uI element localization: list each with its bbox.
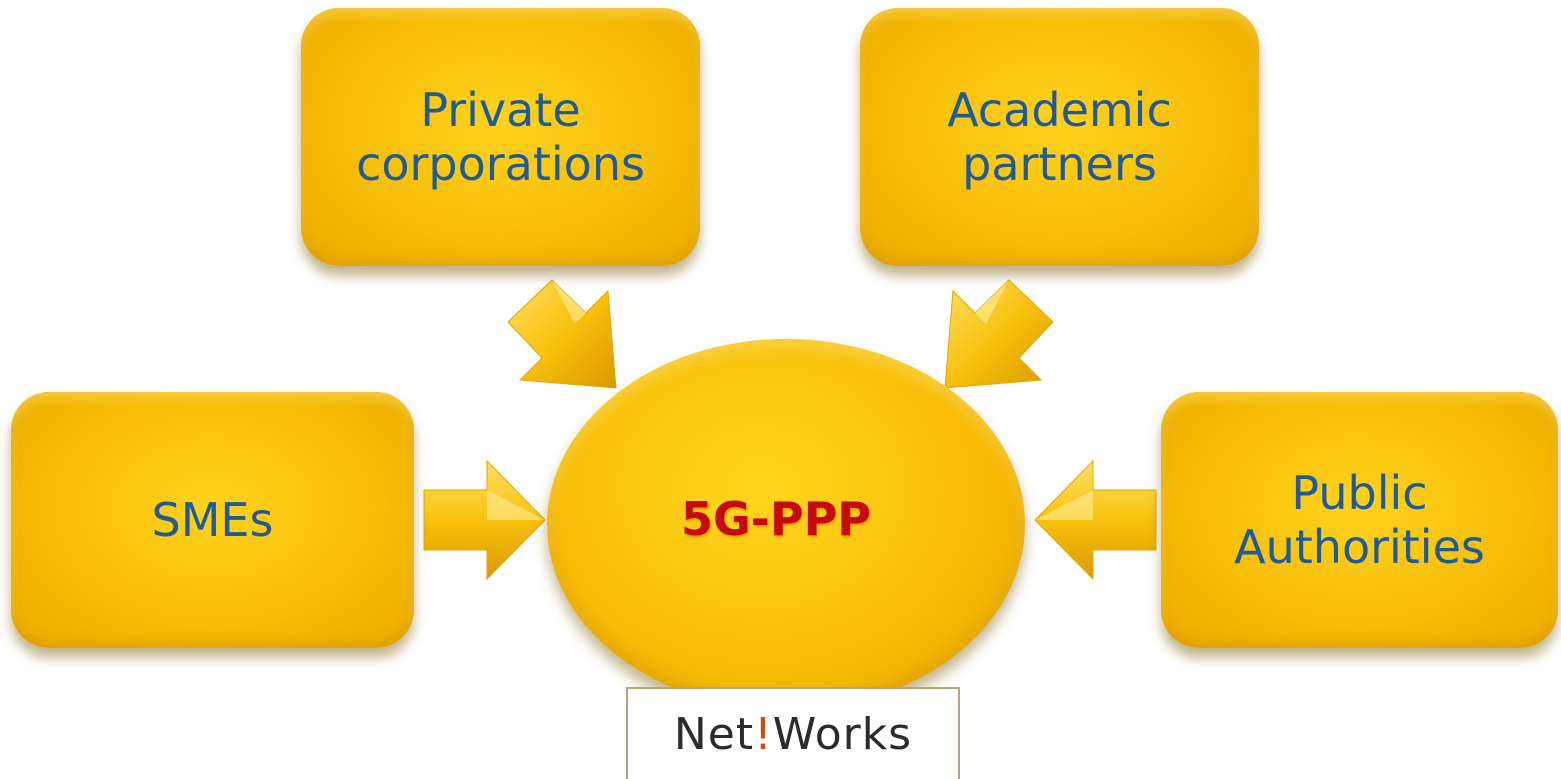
arrow-academic-to-hub — [944, 279, 1054, 389]
arrow-private-to-hub — [507, 279, 617, 389]
partner-box-private-corporations: Private corporations — [301, 8, 700, 266]
hub-ellipse: 5G-PPP — [547, 339, 1025, 710]
arrow-smes-to-hub — [423, 459, 546, 581]
arrow-public-to-hub — [1034, 459, 1157, 581]
partner-label: SMEs — [151, 492, 274, 547]
partner-label: Private corporations — [356, 82, 645, 191]
logo-text: Net!Works — [674, 709, 912, 760]
logo-prefix: Net — [673, 708, 755, 760]
logo-suffix: Works — [772, 708, 913, 760]
partner-box-public-authorities: Public Authorities — [1161, 392, 1558, 648]
hub-label: 5G-PPP — [681, 491, 871, 546]
logo-bang: ! — [754, 708, 773, 760]
networks-logo: Net!Works — [626, 687, 960, 779]
partner-box-smes: SMEs — [11, 392, 414, 648]
partner-label: Public Authorities — [1234, 465, 1485, 574]
partner-label: Academic partners — [947, 82, 1172, 191]
partner-box-academic-partners: Academic partners — [860, 8, 1259, 266]
